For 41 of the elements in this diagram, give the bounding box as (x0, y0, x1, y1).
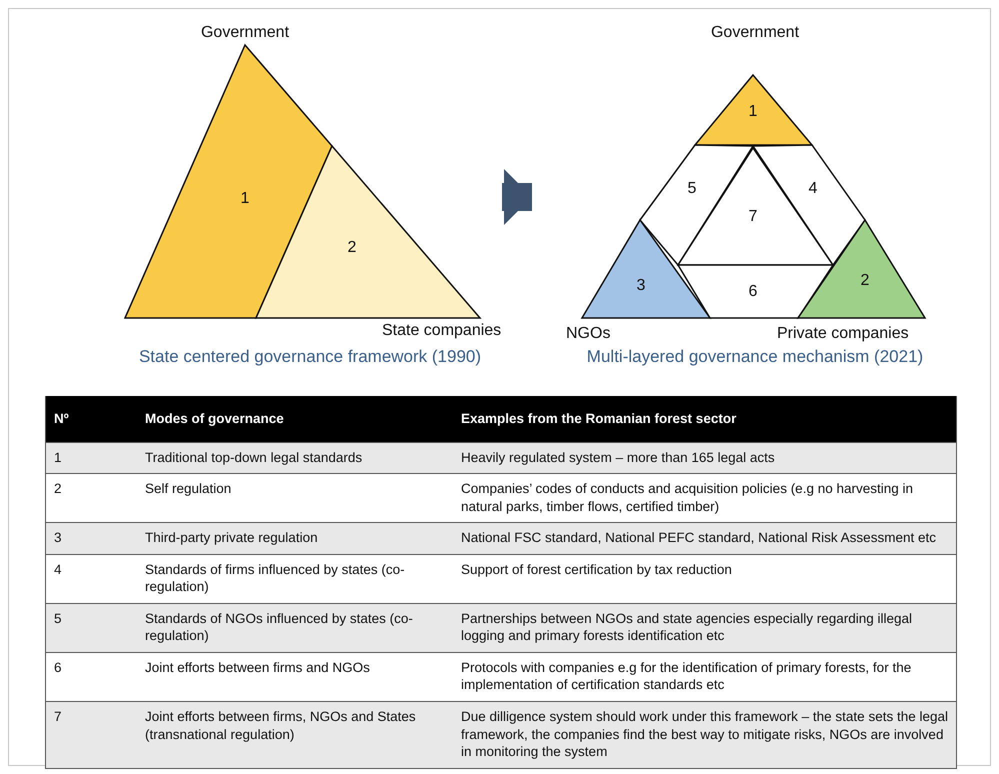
region-number: 7 (748, 208, 758, 225)
table-cell: Support of forest certification by tax reduction (453, 554, 956, 604)
triangle-region (676, 264, 834, 319)
triangle-region (796, 218, 926, 319)
region-number: 1 (748, 103, 758, 120)
table-cell: Heavily regulated system – more than 165 legal acts (453, 442, 956, 474)
triangle-region (580, 218, 712, 319)
header-cell: Nº (46, 396, 137, 442)
figure-caption: Multi-layered governance mechanism (2021) (586, 347, 924, 367)
triangle-region (124, 44, 333, 319)
table-cell: 1 (46, 442, 137, 474)
triangle-region (693, 74, 814, 146)
table-cell: Joint efforts between firms, NGOs and States (transnational regulation) (137, 702, 453, 768)
table-cell: National FSC standard, National PEFC standard, National Risk Assessment etc (453, 522, 956, 554)
vertex-label: State companies (382, 322, 502, 340)
region-number: 4 (808, 180, 818, 197)
figure-caption: State centered governance framework (1990) (138, 347, 482, 367)
region-number: 6 (748, 283, 758, 300)
vertex-label: Private companies (777, 325, 909, 343)
table-cell: 4 (46, 554, 137, 604)
table-cell: 3 (46, 522, 137, 554)
region-number: 1 (240, 190, 250, 207)
table-cell: Standards of NGOs influenced by states (co-regulation) (137, 603, 453, 652)
table-cell: 5 (46, 603, 137, 652)
vertex-label: NGOs (566, 325, 610, 343)
region-number: 2 (348, 239, 356, 256)
header-cell: Examples from the Romanian forest sector (453, 396, 956, 442)
header-cell: Modes of governance (137, 396, 453, 442)
region-number: 3 (636, 277, 646, 294)
triangle-region (254, 144, 482, 319)
block-arrow (502, 169, 532, 225)
table-cell: Traditional top-down legal standards (137, 442, 453, 474)
table-cell: Due dilligence system should work under this framework – the state sets the legal framework, the companies find the best way to mitigate risks, NGOs are involved in monitoring the system (453, 702, 956, 768)
vertex-label: Government (710, 24, 800, 42)
region-number: 2 (860, 272, 870, 289)
table-cell: Partnerships between NGOs and state agencies especially regarding illegal logging and primary forests identification etc (453, 603, 956, 652)
region-number: 5 (688, 180, 696, 197)
table-cell: 7 (46, 702, 137, 768)
table-cell: Third-party private regulation (137, 522, 453, 554)
vertex-label: Government (200, 24, 290, 42)
table-cell: Standards of firms influenced by states (co-regulation) (137, 554, 453, 604)
